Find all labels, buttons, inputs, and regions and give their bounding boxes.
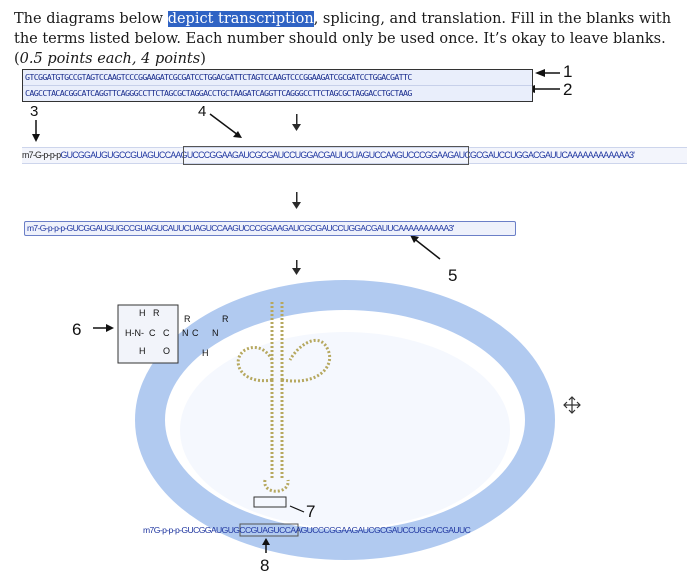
label-6: 6 [72, 320, 82, 339]
label-5: 5 [448, 266, 458, 285]
label-4: 4 [198, 103, 207, 120]
dna-bottom-strand: CAGCCTACACGGCATCAGGTTCAGGGCCTTCTAGCGCTAG… [23, 85, 532, 101]
pre-mrna-exon: CAAGUCCCGGAAGAUCGCGAUCCUGGACG [164, 150, 331, 160]
aa-c3: C [192, 328, 199, 338]
aa-c2: C [163, 328, 170, 338]
instructions-text-3: ) [200, 51, 206, 67]
aa-h2: H [139, 346, 146, 356]
ribosome [135, 280, 555, 560]
mature-mrna: m7-G-p-p-p-GUCGGAUGUGCCGUAGUCAUUCUAGUCCA… [24, 221, 516, 236]
anticodon-box [253, 496, 287, 508]
aa-h1: H [139, 308, 146, 318]
pre-mrna: m7-G-p-p-pGUCGGAUGUGCCGUAGUCCAAGUCCCGGAA… [22, 147, 687, 164]
aa-r1: R [153, 308, 160, 318]
aa-o: O [163, 346, 171, 356]
label-7: 7 [306, 502, 316, 521]
aa-r2: R [184, 314, 191, 324]
amino-acid-structure: H R H-N- C C O H [125, 308, 181, 364]
label-2: 2 [563, 80, 573, 99]
points-note: 0.5 points each, 4 points [19, 51, 201, 67]
trna [236, 300, 332, 493]
dna-top-strand: GTCGGATGTGCCGTAGTCCAAGTCCCGGAAGATCGCGATC… [25, 72, 412, 82]
label-1: 1 [563, 62, 573, 81]
question-instructions: The diagrams below depict transcription,… [14, 9, 694, 69]
label-8: 8 [260, 556, 270, 575]
dna-double-strand: GTCGGATGTGCCGTAGTCCAAGTCCCGGAAGATCGCGATC… [22, 69, 533, 102]
pre-mrna-seq-b: AUUCUAGUCCAAGUCCCGGAAGAUCGCGAUCCUGGACGAU… [329, 150, 635, 160]
cap-label: m7-G-p-p-p [22, 150, 61, 160]
cursor-icon [563, 396, 581, 414]
ribosome-inner [180, 332, 510, 528]
pre-mrna-seq-a: GUCGGAUGUGCCGUAGUC [60, 150, 165, 160]
instructions-text-1: The diagrams below [14, 11, 168, 27]
amino-acid-box [117, 304, 179, 364]
aa-n3: N [212, 328, 219, 338]
aa-h3: H [202, 348, 209, 358]
codon-box [239, 523, 299, 537]
aa-r3: R [222, 314, 229, 324]
aa-c1: C [149, 328, 156, 338]
instructions-text-2: , splicing, and translation. Fill in the… [14, 11, 672, 67]
highlighted-text: depict transcription [167, 11, 314, 27]
aa-n2: N [182, 328, 189, 338]
aa-hn: H-N- [125, 328, 144, 338]
intron-box [183, 146, 469, 165]
ribosome-mrna: m7G-p-p-p-GUCGGAUGUGCCGUAGUCCAAGUCCCGGAA… [143, 525, 471, 535]
label-3: 3 [30, 103, 39, 120]
